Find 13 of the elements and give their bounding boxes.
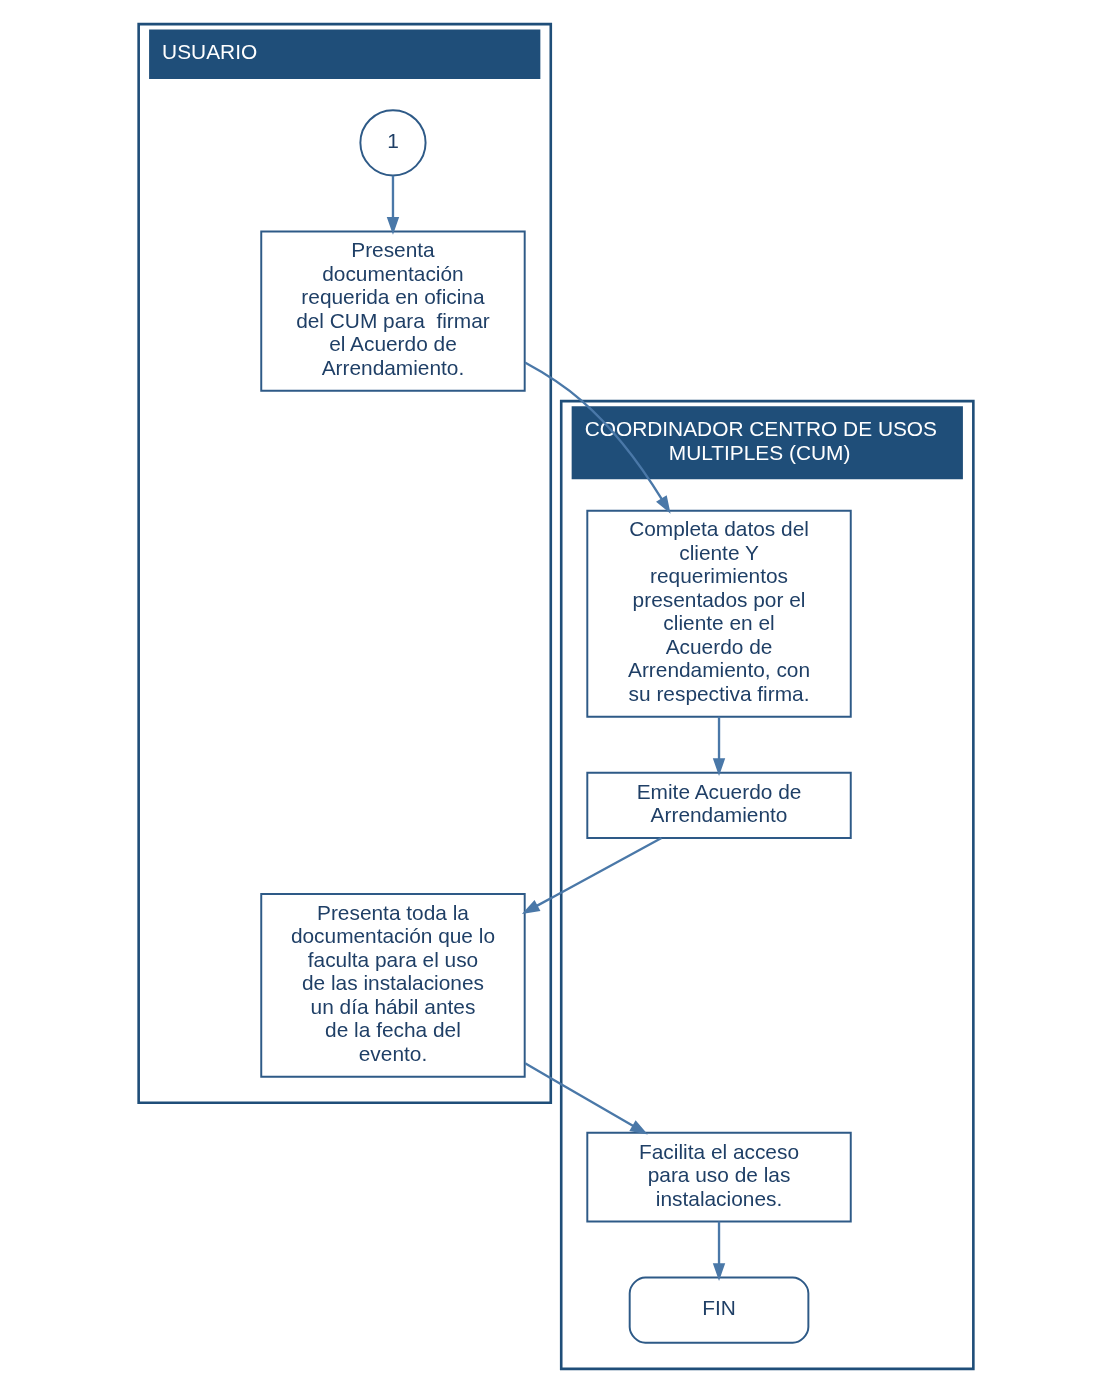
arrow xyxy=(386,175,399,235)
arrow xyxy=(712,716,725,777)
node-box: Presenta toda la documentación que lo faculta para el uso de las instalaciones un día hábil antes de la fecha del evento. xyxy=(259,893,526,1078)
node-box: Presenta documentación requerida en oficina del CUM para firmar el Acuerdo de Arrendamiento. xyxy=(259,230,526,392)
arrow xyxy=(521,836,662,914)
node-circle: 1 xyxy=(358,109,427,177)
arrow xyxy=(524,1062,648,1135)
arrow xyxy=(712,1221,725,1281)
node-box: FIN xyxy=(628,1276,809,1344)
arrow xyxy=(523,361,671,514)
node-box: Facilita el acceso para uso de las instalaciones. xyxy=(585,1131,852,1223)
node-box: Emite Acuerdo de Arrendamiento xyxy=(585,771,852,839)
node-box: Completa datos del cliente Y requerimientos presentados por el cliente en el Acuerdo de Arrendamiento, con su respectiva firma. xyxy=(585,509,852,718)
